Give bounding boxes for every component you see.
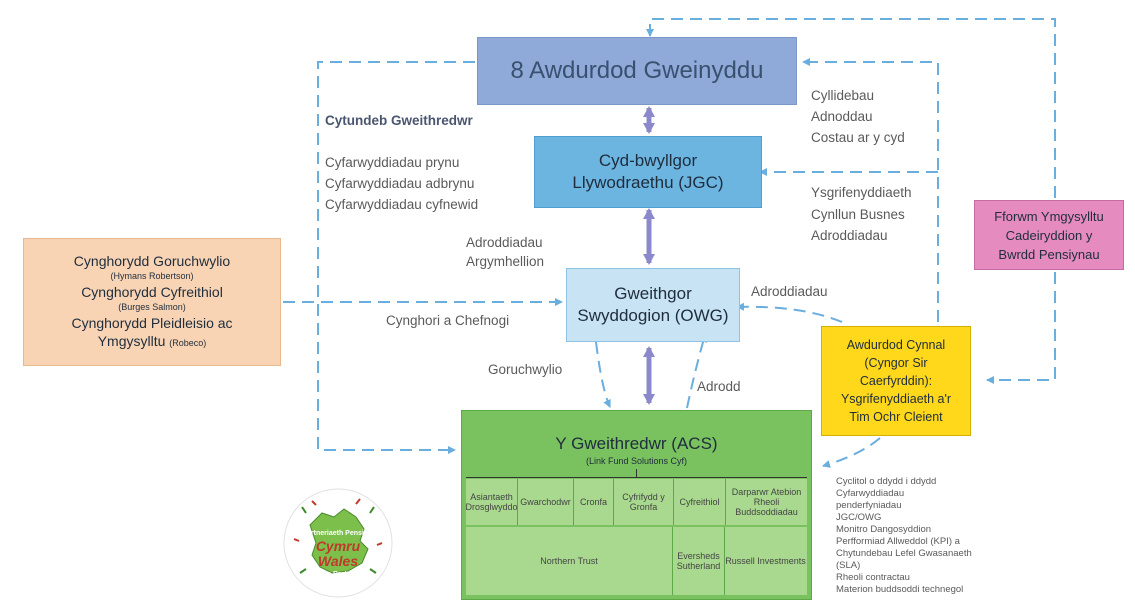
- host-line1: Awdurdod Cynnal: [846, 338, 946, 352]
- acs-divider-line: [466, 477, 807, 478]
- budget-item-1: Cyllidebau: [811, 88, 875, 103]
- jgc-box: Cyd-bwyllgor Llywodraethu (JGC): [534, 136, 762, 208]
- dept-fund-accountant-label: Cyfrifydd y Gronfa: [622, 492, 665, 512]
- wales-pension-partnership-logo: Partneriaeth Pensiwn Cymru Wales Pension…: [282, 487, 394, 599]
- dept-investment-solutions-label: Darparwr Atebion Rheoli Buddsoddiadau: [731, 487, 802, 517]
- provider-eversheds: Eversheds Sutherland: [673, 527, 725, 595]
- forum-line3: Bwrdd Pensiynau: [998, 246, 1100, 262]
- legal-adviser-firm: (Burges Salmon): [118, 302, 186, 312]
- dept-investment-solutions: Darparwr Atebion Rheoli Buddsoddiadau: [726, 479, 807, 525]
- authorities-to-acs-connector: [317, 61, 475, 454]
- oversee-label: Goruchwylio: [488, 362, 563, 377]
- dept-fund: Cronfa: [574, 479, 614, 525]
- owg-box: Gweithgor Swyddogion (OWG): [566, 268, 740, 342]
- reports-recs-2: Argymhellion: [466, 254, 545, 269]
- reports-label: Adroddiadau: [751, 284, 828, 299]
- administering-authorities-box: 8 Awdurdod Gweinyddu: [477, 37, 797, 105]
- host-task-9: Rheoli contractau: [836, 572, 910, 583]
- budget-item-3: Costau ar y cyd: [811, 130, 905, 145]
- administering-authorities-title: 8 Awdurdod Gweinyddu: [510, 57, 764, 84]
- acs-box: Y Gweithredwr (ACS) (Link Fund Solutions…: [461, 410, 812, 600]
- owg-line2: Swyddogion (OWG): [577, 306, 729, 325]
- provider-russell: Russell Investments: [725, 527, 806, 595]
- dept-fund-label: Cronfa: [579, 497, 607, 507]
- budget-item-2: Adnoddau: [811, 109, 873, 124]
- host-task-7: Chytundebau Lefel Gwasanaeth: [836, 548, 972, 559]
- acs-providers-row: Northern Trust Eversheds Sutherland Russ…: [466, 527, 807, 595]
- agreement-item-2: Cyfarwyddiadau adbrynu: [325, 176, 475, 191]
- host-to-authorities-connector: [802, 58, 939, 322]
- voting-adviser-firm: (Robeco): [169, 338, 207, 348]
- dept-legal-label: Cyfreithiol: [679, 497, 720, 507]
- forum-box: Fforwm Ymgysylltu Cadeiryddion y Bwrdd P…: [974, 200, 1124, 270]
- dept-fund-accountant: Cyfrifydd y Gronfa: [614, 479, 674, 525]
- logo-center-line2: Wales: [317, 553, 359, 569]
- advisers-box: Cynghorydd Goruchwylio (Hymans Robertson…: [23, 238, 281, 366]
- forum-line1: Fforwm Ymgysylltu: [994, 208, 1104, 224]
- host-line3: Caerfyrddin):: [859, 374, 933, 388]
- forum-to-authorities-connector: [646, 18, 1056, 198]
- voting-adviser: Cynghorydd Pleidleisio ac: [71, 315, 233, 331]
- forum-line2: Cadeiryddion y: [1005, 227, 1093, 243]
- agreement-heading: Cytundeb Gweithredwr: [325, 113, 473, 128]
- host-authority-box: Awdurdod Cynnal (Cyngor Sir Caerfyrddin)…: [821, 326, 971, 436]
- provider-northern-trust-label: Northern Trust: [540, 556, 598, 566]
- host-task-4: JGC/OWG: [836, 512, 882, 523]
- host-to-acs-connector: [822, 437, 881, 468]
- report-connector: [686, 334, 707, 409]
- host-task-6: Perfformiad Allweddol (KPI) a: [836, 536, 960, 547]
- host-task-8: (SLA): [836, 560, 861, 571]
- host-line2: (Cyngor Sir: [864, 356, 928, 370]
- report-label: Adrodd: [697, 379, 741, 394]
- agreement-item-1: Cyfarwyddiadau prynu: [325, 155, 460, 170]
- voting-adviser-line2-text: Ymgysylltu: [97, 333, 166, 349]
- oversight-adviser: Cynghorydd Goruchwylio: [73, 253, 231, 269]
- logo-bottom-text: Pension Partnership: [303, 571, 373, 578]
- oversight-adviser-firm: (Hymans Robertson): [110, 271, 194, 281]
- dept-transfer-agency-label: Asiantaeth Drosglwyddo: [465, 492, 518, 512]
- host-task-3: penderfyniadau: [836, 500, 902, 511]
- jgc-line2: Llywodraethu (JGC): [572, 173, 724, 192]
- logo-graphic: [283, 488, 393, 598]
- dept-transfer-agency: Asiantaeth Drosglwyddo: [465, 479, 518, 525]
- host-line5: Tim Ochr Cleient: [849, 410, 943, 424]
- secretariat-item-1: Ysgrifenyddiaeth: [811, 185, 912, 200]
- logo-top-text: Partneriaeth Pensiwn: [302, 530, 374, 537]
- dept-custodian-label: Gwarchodwr: [520, 497, 571, 507]
- legal-adviser: Cynghorydd Cyfreithiol: [81, 284, 223, 300]
- logo-center-line1: Cymru: [315, 538, 361, 554]
- dept-legal: Cyfreithiol: [674, 479, 726, 525]
- forum-to-host-connector: [986, 272, 1056, 384]
- jgc-line1: Cyd-bwyllgor: [598, 151, 698, 170]
- secretariat-item-3: Adroddiadau: [811, 228, 888, 243]
- voting-adviser-line2: Ymgysylltu (Robeco): [98, 332, 207, 352]
- reports-recs-1: Adroddiadau: [466, 235, 543, 250]
- host-to-owg-connector: [736, 302, 843, 323]
- provider-eversheds-label: Eversheds Sutherland: [676, 551, 721, 571]
- host-task-10: Materion buddsoddi technegol: [836, 584, 964, 595]
- oversee-connector: [595, 341, 611, 408]
- acs-divider-tick: [636, 469, 637, 477]
- provider-northern-trust: Northern Trust: [466, 527, 673, 595]
- provider-russell-label: Russell Investments: [725, 556, 806, 566]
- host-task-1: Cyclitol o ddydd i ddydd: [836, 476, 937, 487]
- acs-subtitle: (Link Fund Solutions Cyf): [585, 456, 688, 466]
- advise-support-label: Cynghori a Chefnogi: [386, 313, 510, 328]
- host-task-2: Cyfarwyddiadau: [836, 488, 905, 499]
- dept-custodian: Gwarchodwr: [518, 479, 574, 525]
- agreement-item-3: Cyfarwyddiadau cyfnewid: [325, 197, 479, 212]
- acs-title: Y Gweithredwr (ACS): [555, 434, 718, 453]
- host-line4: Ysgrifenyddiaeth a'r: [840, 392, 952, 406]
- acs-departments-row: Asiantaeth Drosglwyddo Gwarchodwr Cronfa…: [465, 479, 807, 525]
- host-task-5: Monitro Dangosyddion: [836, 524, 932, 535]
- owg-line1: Gweithgor: [614, 284, 692, 303]
- secretariat-item-2: Cynllun Busnes: [811, 207, 905, 222]
- host-tasks-list: Cyclitol o ddydd i ddydd Cyfarwyddiadau …: [836, 476, 972, 596]
